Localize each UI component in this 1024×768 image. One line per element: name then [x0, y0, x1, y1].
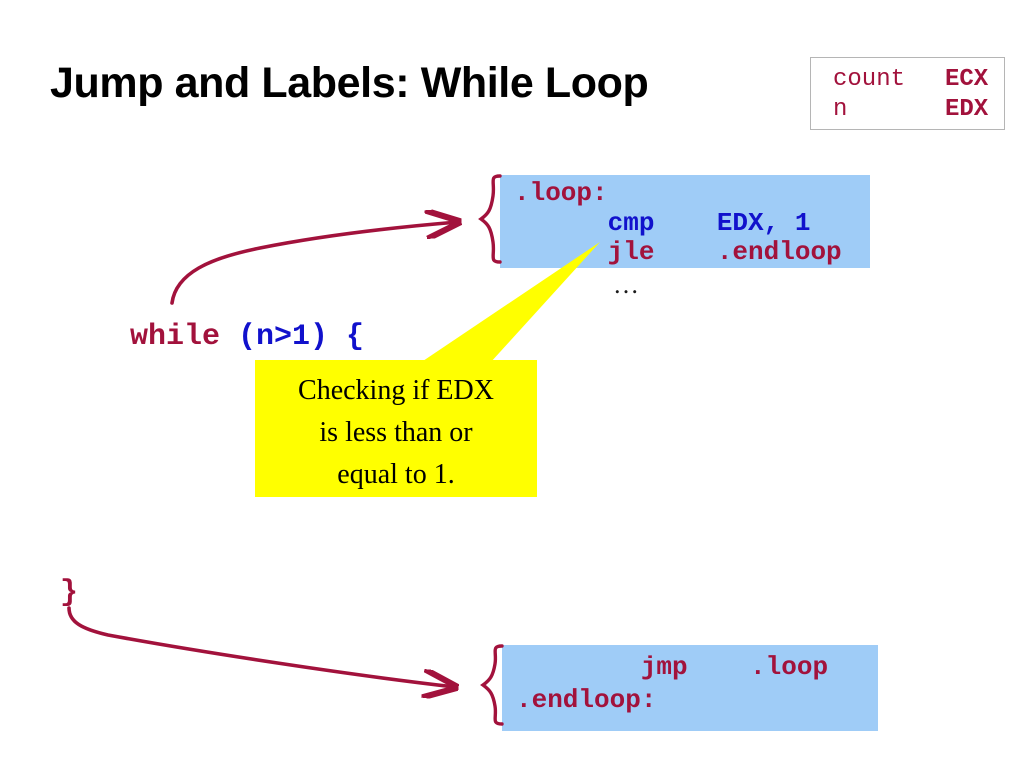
while-condition: (n>1) { — [220, 320, 365, 354]
brace-bottom-code-block — [480, 644, 504, 726]
source-while-statement: while (n>1) { — [58, 280, 364, 394]
callout-note: Checking if EDX is less than or equal to… — [255, 360, 537, 497]
page-title: Jump and Labels: While Loop — [50, 59, 649, 107]
legend-variable-name: count — [833, 66, 906, 93]
source-closing-brace: } — [60, 576, 79, 610]
legend-row: n EDX — [811, 96, 1004, 128]
asm-line-loop-label: .loop: — [514, 178, 608, 208]
asm-line-jle: jle .endloop — [514, 237, 842, 267]
assembly-code-block-bottom: jmp .loop .endloop: — [502, 645, 878, 731]
arrow-closebrace-to-endloop — [67, 606, 455, 687]
legend-row: count ECX — [811, 66, 1004, 98]
callout-note-text: Checking if EDX is less than or equal to… — [255, 370, 537, 496]
asm-line-cmp: cmp EDX, 1 — [514, 208, 811, 238]
code-ellipsis: … — [613, 270, 639, 299]
while-keyword: while — [130, 320, 221, 354]
asm-line-jmp: jmp .loop — [516, 652, 829, 682]
callout-line-3: equal to 1. — [337, 459, 455, 490]
assembly-code-block-top: .loop: cmp EDX, 1 jle .endloop — [500, 175, 870, 268]
register-legend-box: count ECX n EDX — [810, 57, 1005, 130]
callout-line-1: Checking if EDX — [298, 375, 494, 406]
legend-register-name: EDX — [945, 96, 989, 123]
asm-line-endloop-label: .endloop: — [516, 685, 657, 715]
legend-register-name: ECX — [945, 66, 989, 93]
callout-line-2: is less than or — [319, 417, 473, 448]
brace-top-code-block — [478, 174, 502, 264]
legend-variable-name: n — [833, 96, 848, 123]
